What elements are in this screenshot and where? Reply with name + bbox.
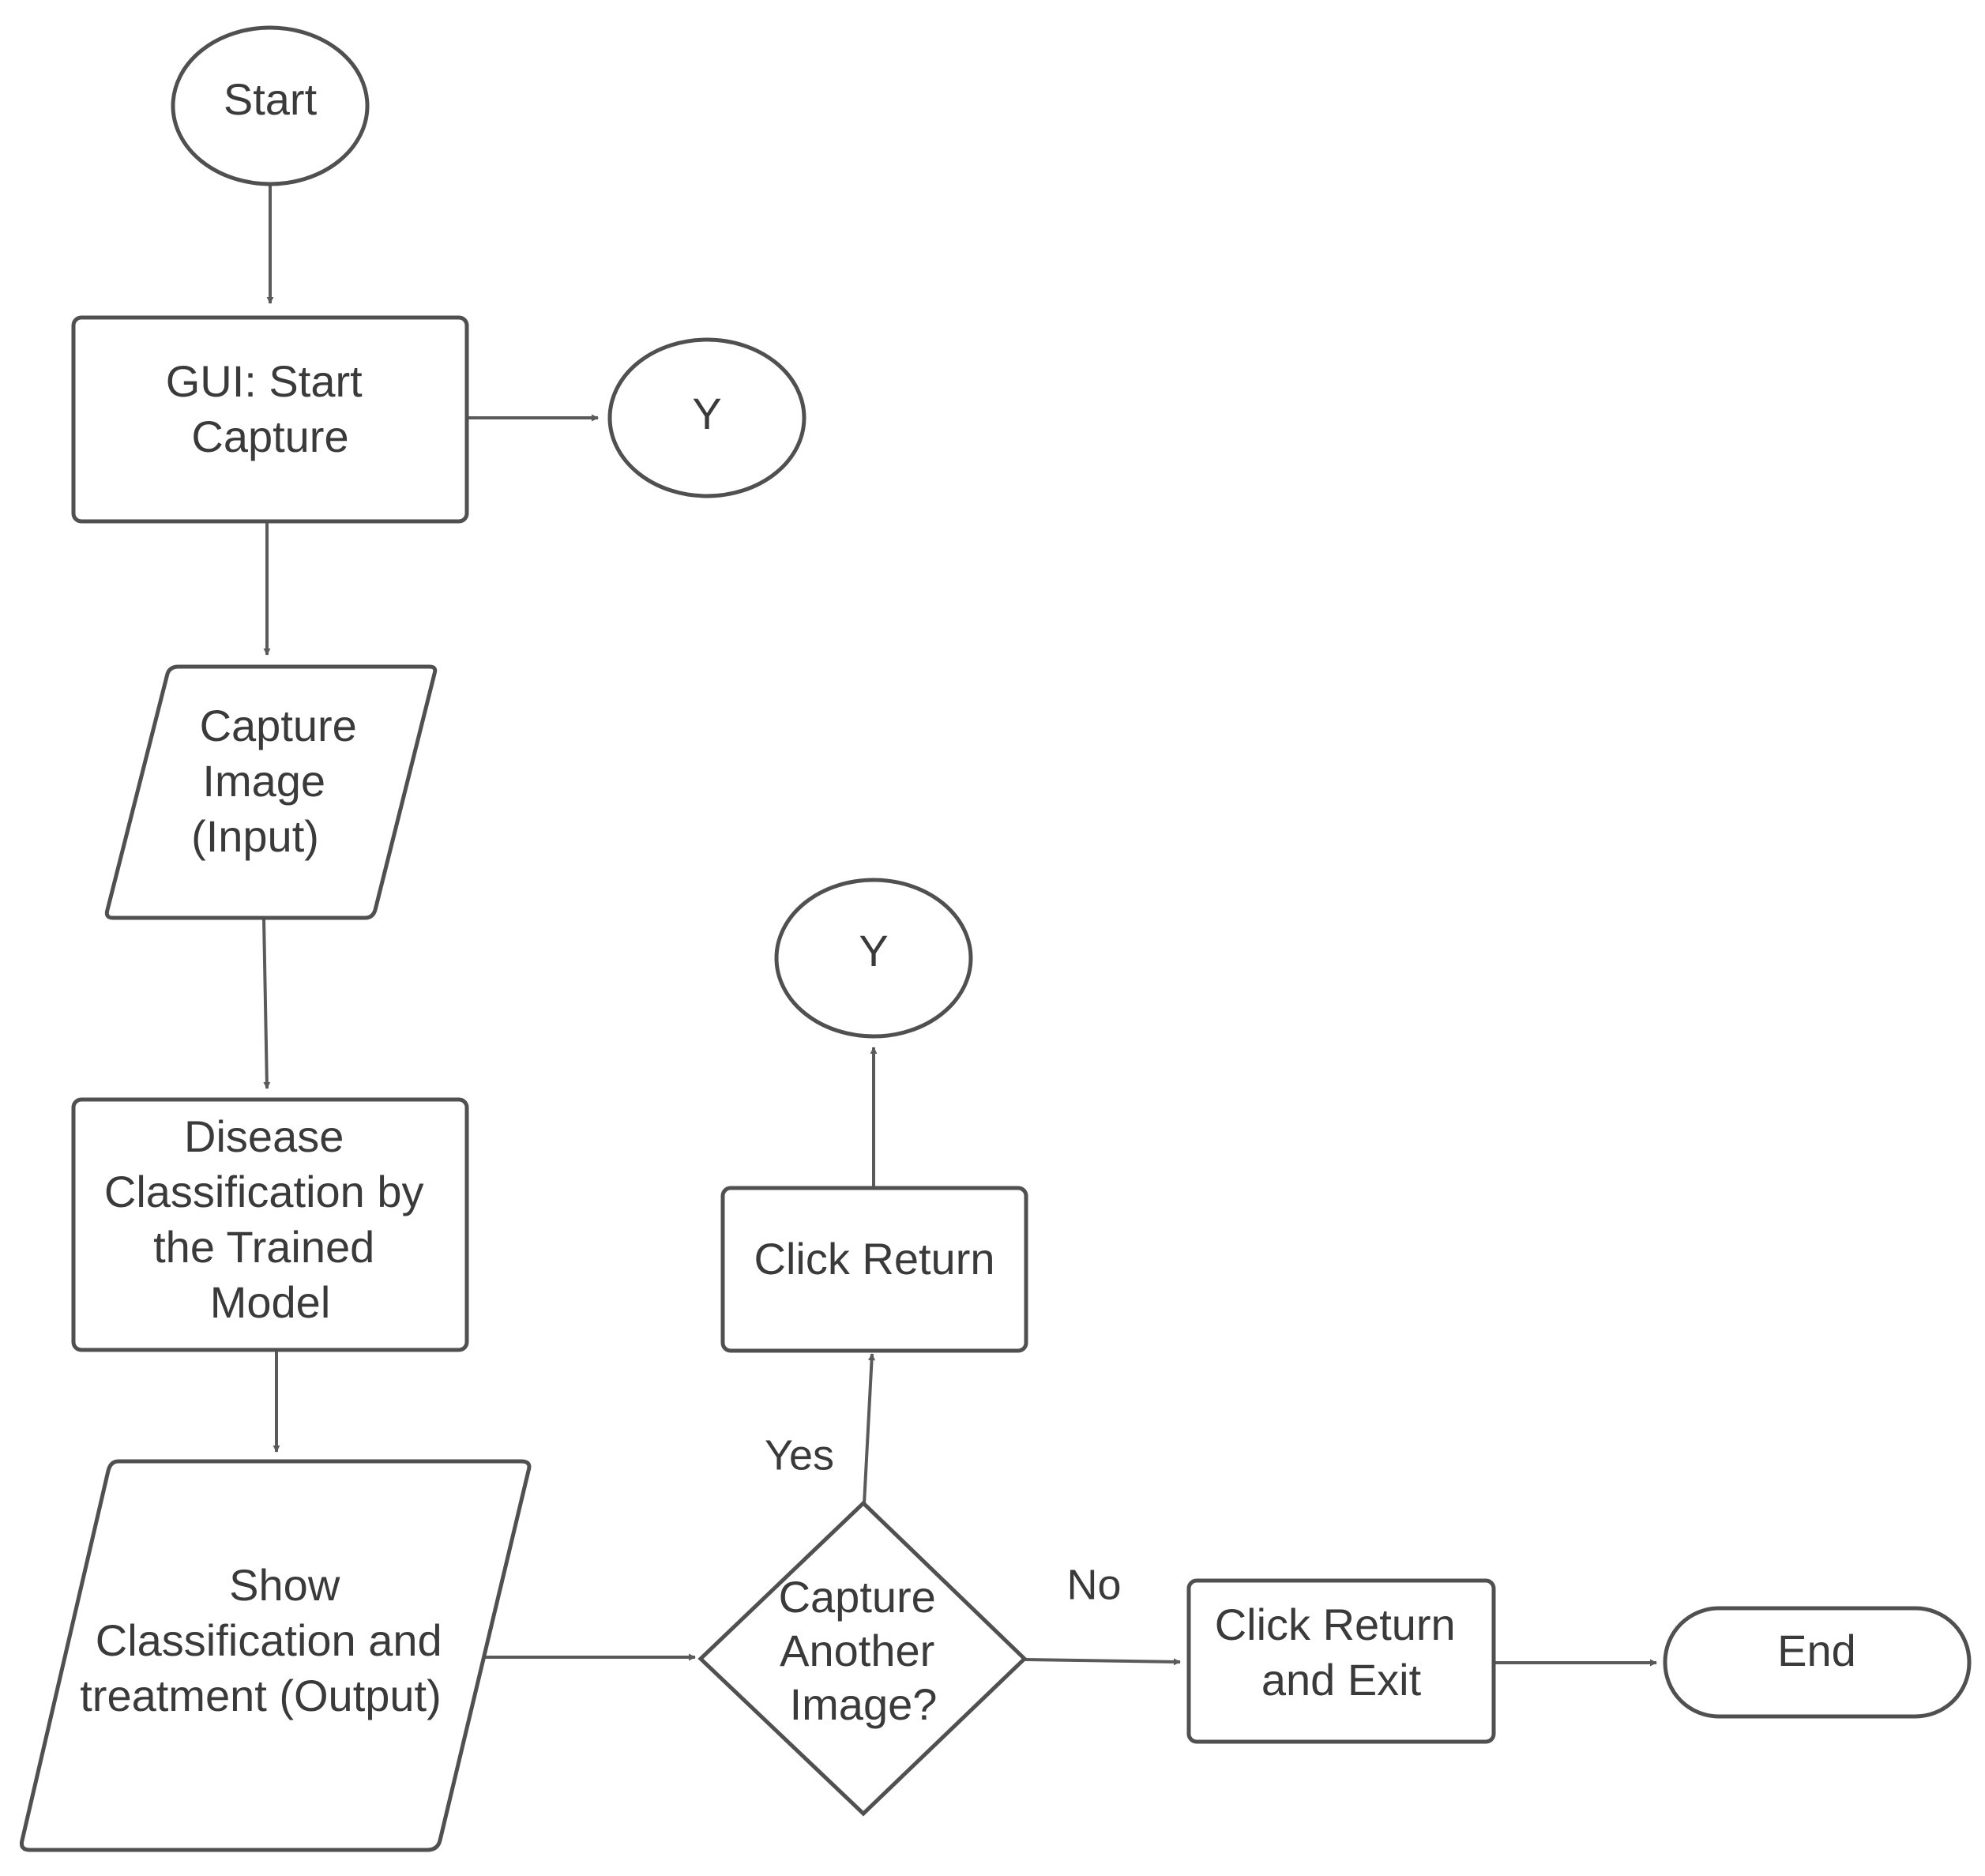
start-node: Start <box>171 25 370 186</box>
arrow-decision-yes-to-click-return <box>863 1353 876 1505</box>
end-node: End <box>1663 1606 1972 1719</box>
click-return-node: Click Return <box>720 1186 1028 1353</box>
connector-y-top-label: Y <box>692 389 721 438</box>
connector-y-top: Y <box>607 337 806 498</box>
click-return-exit-label: Click Return and Exit <box>1215 1600 1468 1705</box>
connector-y-right-label: Y <box>859 926 888 976</box>
show-classification-node: Show Classification and treatment (Outpu… <box>20 1459 532 1852</box>
end-label: End <box>1777 1626 1856 1675</box>
capture-another-decision-node: Capture Another Image? <box>697 1500 1028 1817</box>
edge-label-no: No <box>1066 1561 1121 1608</box>
click-return-label: Click Return <box>754 1234 995 1284</box>
capture-image-label: Capture Image (Input) <box>191 701 369 861</box>
arrow-capture-image-to-classification <box>262 918 271 1089</box>
disease-classification-node: Disease Classification by the Trained Mo… <box>71 1097 469 1352</box>
click-return-exit-node: Click Return and Exit <box>1186 1578 1496 1744</box>
connector-y-right: Y <box>774 878 973 1039</box>
disease-classification-label: Disease Classification by the Trained Mo… <box>104 1111 436 1327</box>
start-label: Start <box>224 74 318 124</box>
capture-another-decision-label: Capture Another Image? <box>779 1572 949 1729</box>
gui-start-capture-node: GUI: Start Capture <box>71 315 469 524</box>
edge-label-yes: Yes <box>765 1431 834 1479</box>
capture-image-node: Capture Image (Input) <box>104 664 438 920</box>
gui-start-capture-label: GUI: Start Capture <box>166 356 375 461</box>
arrow-decision-no-to-exit <box>1024 1658 1181 1666</box>
connectors <box>262 185 1657 1667</box>
show-classification-label: Show Classification and treatment (Outpu… <box>80 1560 454 1720</box>
